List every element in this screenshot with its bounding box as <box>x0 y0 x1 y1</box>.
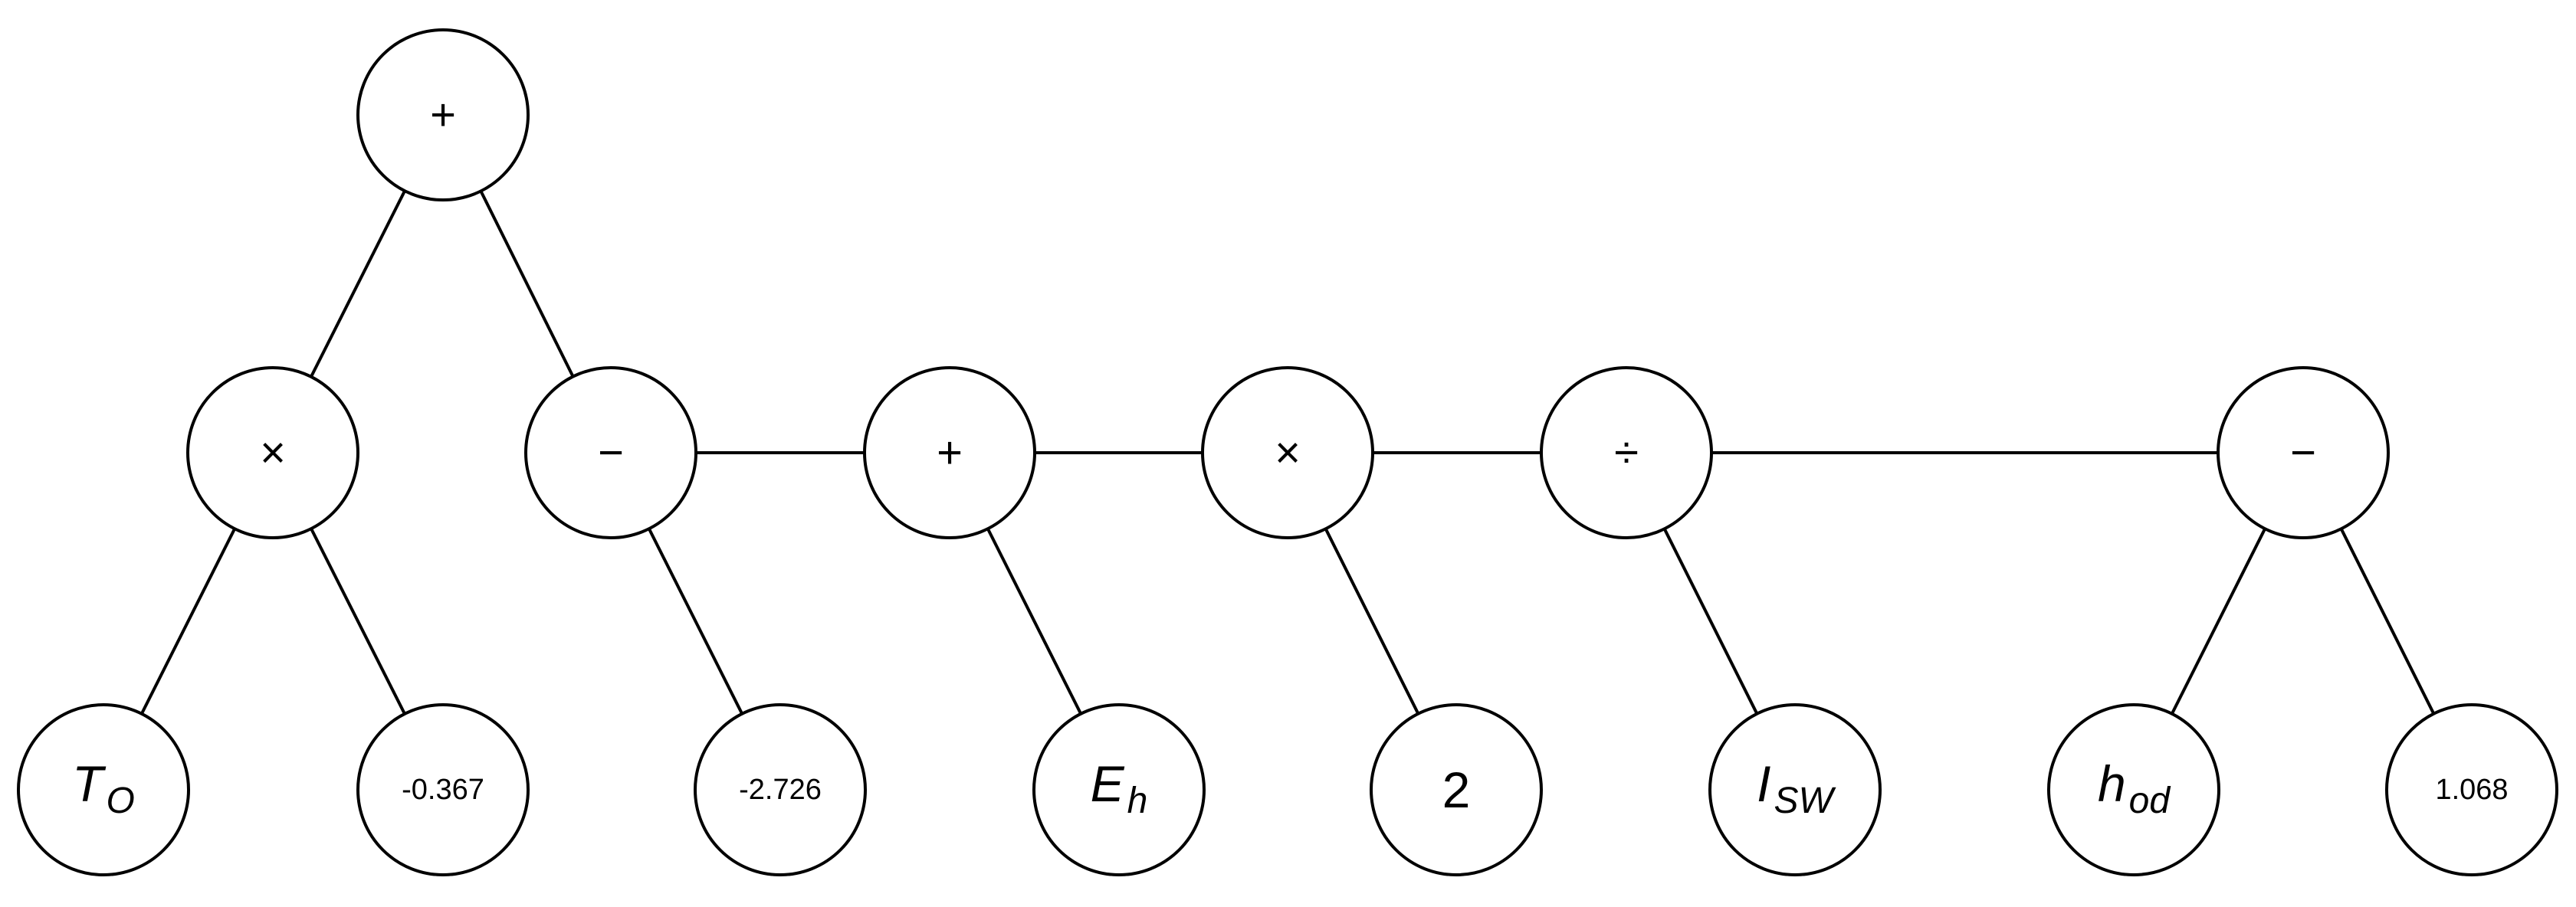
variable-symbol: T <box>72 755 107 812</box>
node-circle <box>1540 366 1713 539</box>
variable-subscript: O <box>106 781 134 821</box>
operator-label: ÷ <box>1614 428 1639 478</box>
node-add2: + <box>863 366 1036 539</box>
operator-label: × <box>1275 428 1301 478</box>
constant-label: 1.068 <box>2435 774 2508 806</box>
node-mul1: × <box>186 366 359 539</box>
node-circle <box>524 366 697 539</box>
node-circle <box>2217 366 2390 539</box>
operator-label: + <box>937 428 963 478</box>
variable-subscript: SW <box>1774 781 1837 821</box>
operator-label: − <box>598 428 624 478</box>
node-circle <box>186 366 359 539</box>
variable-label: TO <box>72 755 135 821</box>
node-t_o: TO <box>17 703 190 876</box>
node-circle <box>1201 366 1374 539</box>
node-i_sw: ISW <box>1708 703 1882 876</box>
node-c1: -0.367 <box>356 703 530 876</box>
constant-label: -2.726 <box>739 774 822 806</box>
node-c4: 1.068 <box>2385 703 2558 876</box>
node-root: + <box>356 28 530 201</box>
node-circle <box>1370 703 1543 876</box>
variable-subscript: od <box>2129 781 2171 821</box>
variable-symbol: h <box>2098 755 2126 812</box>
node-c2: -2.726 <box>694 703 867 876</box>
constant-label: -0.367 <box>402 774 484 806</box>
node-circle <box>17 703 190 876</box>
operator-label: + <box>430 90 456 140</box>
node-circle <box>1708 703 1882 876</box>
node-circle <box>356 703 530 876</box>
variable-symbol: E <box>1091 755 1125 812</box>
constant-label: 2 <box>1442 761 1471 818</box>
node-e_h: Eh <box>1032 703 1206 876</box>
variable-label: hod <box>2098 755 2171 821</box>
node-c3: 2 <box>1370 703 1543 876</box>
variable-symbol: I <box>1757 755 1770 812</box>
node-circle <box>2385 703 2558 876</box>
node-mul2: × <box>1201 366 1374 539</box>
node-div1: ÷ <box>1540 366 1713 539</box>
node-circle <box>694 703 867 876</box>
node-sub1: − <box>524 366 697 539</box>
operator-label: × <box>260 428 286 478</box>
variable-label: ISW <box>1757 755 1836 821</box>
operator-label: − <box>2290 428 2316 478</box>
variable-label: Eh <box>1091 755 1148 821</box>
variable-subscript: h <box>1127 781 1148 821</box>
node-sub2: − <box>2217 366 2390 539</box>
node-circle <box>2047 703 2220 876</box>
node-circle <box>1032 703 1206 876</box>
node-circle <box>863 366 1036 539</box>
node-h_od: hod <box>2047 703 2220 876</box>
node-circle <box>356 28 530 201</box>
